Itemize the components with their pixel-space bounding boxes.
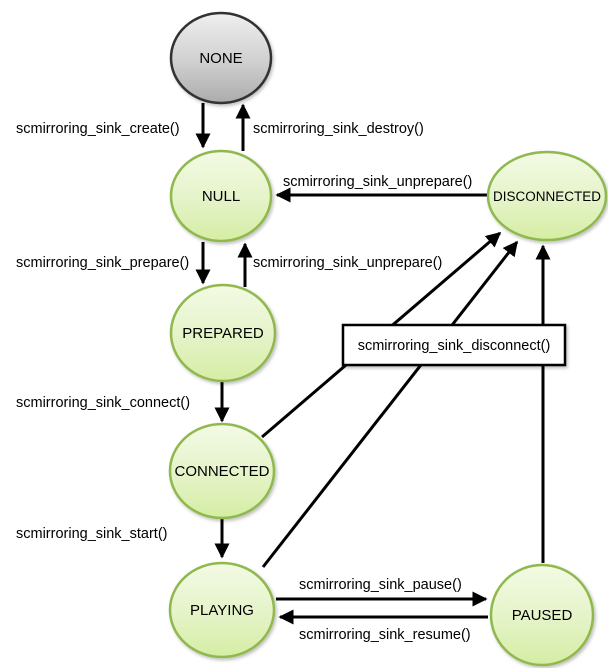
state-playing: PLAYING bbox=[168, 561, 276, 659]
state-null-circle bbox=[169, 149, 273, 243]
transition-label-unprepare-from-disconnected: scmirroring_sink_unprepare() bbox=[283, 174, 472, 190]
state-connected: CONNECTED bbox=[168, 422, 276, 520]
state-playing-circle bbox=[168, 561, 276, 659]
state-null: NULL bbox=[169, 149, 273, 243]
state-prepared-label: PREPARED bbox=[182, 325, 264, 342]
state-connected-label: CONNECTED bbox=[174, 463, 269, 480]
state-paused-circle bbox=[489, 563, 595, 667]
transition-label-unprepare-from-prepared: scmirroring_sink_unprepare() bbox=[253, 255, 442, 271]
state-paused-label: PAUSED bbox=[512, 607, 573, 624]
state-connected-circle bbox=[168, 422, 276, 520]
transition-label-disconnect: scmirroring_sink_disconnect() bbox=[358, 338, 551, 354]
state-disconnected-label: DISCONNECTED bbox=[493, 189, 601, 204]
state-null-label: NULL bbox=[202, 188, 240, 205]
disconnect-label-box bbox=[341, 323, 567, 367]
state-disconnected: DISCONNECTED bbox=[486, 150, 608, 242]
transition-label-resume: scmirroring_sink_resume() bbox=[299, 627, 471, 643]
state-paused: PAUSED bbox=[489, 563, 595, 667]
state-disconnected-circle bbox=[486, 150, 608, 242]
state-prepared-circle bbox=[169, 283, 277, 383]
state-none-circle bbox=[169, 11, 273, 105]
transition-label-prepare: scmirroring_sink_prepare() bbox=[16, 255, 189, 271]
state-none: NONE bbox=[169, 11, 273, 105]
transition-label-connect: scmirroring_sink_connect() bbox=[16, 395, 190, 411]
edge-disconnect-from-playing bbox=[261, 240, 519, 568]
transition-label-create: scmirroring_sink_create() bbox=[16, 121, 180, 137]
transition-label-pause: scmirroring_sink_pause() bbox=[299, 577, 462, 593]
state-playing-label: PLAYING bbox=[190, 602, 254, 619]
state-none-label: NONE bbox=[199, 50, 242, 67]
transition-label-destroy: scmirroring_sink_destroy() bbox=[253, 121, 424, 137]
transition-label-start: scmirroring_sink_start() bbox=[16, 526, 167, 542]
state-prepared: PREPARED bbox=[169, 283, 277, 383]
